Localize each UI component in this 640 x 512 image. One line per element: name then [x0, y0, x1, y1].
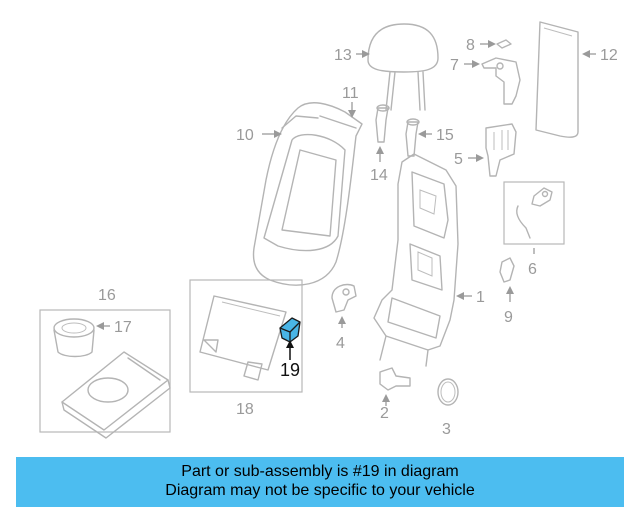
label-19: 19 — [280, 360, 300, 380]
bracket-9 — [499, 257, 515, 283]
headrest-guide-15 — [405, 118, 420, 157]
label-2: 2 — [380, 405, 389, 422]
label-8: 8 — [466, 37, 475, 54]
hook-4 — [331, 283, 357, 313]
parts-diagram: 1 2 3 4 5 6 7 8 9 10 11 12 13 14 15 16 1… — [39, 21, 618, 439]
console-box-16 — [39, 309, 171, 439]
label-7: 7 — [450, 57, 459, 74]
cable-box-6 — [503, 181, 565, 245]
latch-5 — [485, 123, 517, 177]
bolt-2 — [379, 367, 411, 391]
banner-line-2: Diagram may not be specific to your vehi… — [165, 482, 475, 499]
label-4: 4 — [336, 335, 345, 352]
label-1: 1 — [476, 289, 485, 306]
banner-line-1: Part or sub-assembly is #19 in diagram — [181, 463, 459, 480]
label-17: 17 — [114, 319, 132, 336]
bracket-7 — [481, 57, 521, 105]
label-6: 6 — [528, 261, 537, 278]
label-16: 16 — [98, 287, 116, 304]
label-14: 14 — [370, 167, 388, 184]
back-panel — [535, 21, 579, 138]
label-3: 3 — [442, 421, 451, 438]
cupholder-17 — [53, 318, 95, 358]
label-10: 10 — [236, 127, 254, 144]
headrest-guide-14 — [375, 104, 390, 143]
info-banner: Part or sub-assembly is #19 in diagram D… — [16, 457, 624, 507]
label-18: 18 — [236, 401, 254, 418]
label-11: 11 — [342, 85, 359, 102]
label-5: 5 — [454, 151, 463, 168]
leader-lines — [96, 40, 596, 406]
seat-back-cushion — [252, 102, 363, 286]
part-labels: 1 2 3 4 5 6 7 8 9 10 11 12 13 14 15 16 1… — [98, 37, 618, 438]
label-15: 15 — [436, 127, 454, 144]
headrest — [367, 23, 439, 111]
clip-8 — [496, 39, 512, 49]
armrest-box-18 — [189, 279, 303, 393]
highlighted-part-19 — [279, 317, 301, 343]
label-13: 13 — [334, 47, 352, 64]
label-12: 12 — [600, 47, 618, 64]
seat-frame — [373, 153, 459, 367]
ring-3 — [437, 378, 459, 406]
label-9: 9 — [504, 309, 513, 326]
